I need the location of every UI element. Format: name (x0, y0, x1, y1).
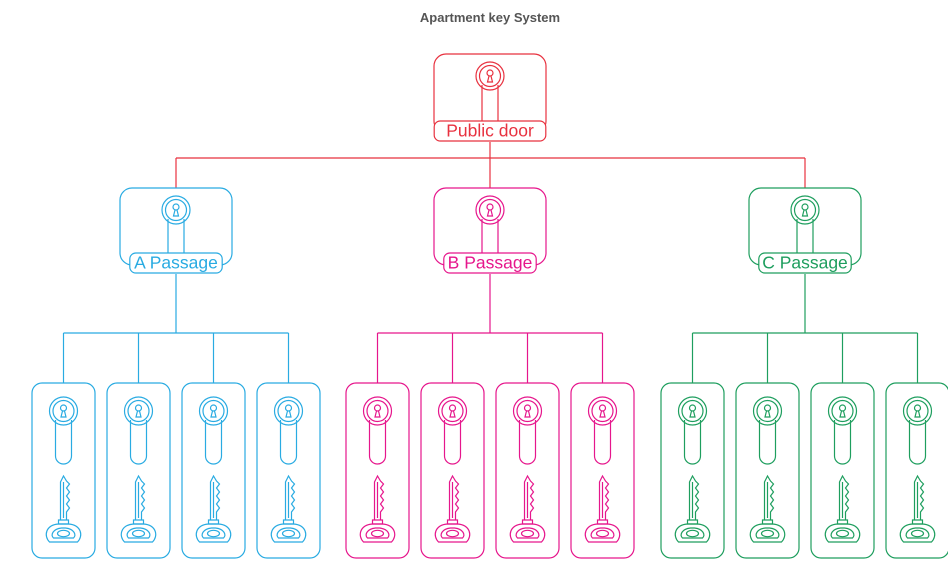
key-icon (120, 474, 157, 543)
public-door-node-label-frame (433, 120, 547, 142)
key-icon (509, 474, 546, 543)
passage-node-c-label: C Passage (762, 253, 848, 273)
lock-cylinder-icon (362, 396, 393, 465)
apartment-unit-a-4[interactable] (256, 382, 321, 559)
passage-node-a[interactable]: A Passage (119, 187, 233, 274)
apartment-unit-c-2[interactable] (735, 382, 800, 559)
apartment-unit-b-4[interactable] (570, 382, 635, 559)
key-icon (45, 474, 82, 543)
lock-cylinder-icon (198, 396, 229, 465)
key-icon (674, 474, 711, 543)
apartment-unit-frame (106, 382, 171, 559)
apartment-unit-frame (420, 382, 485, 559)
public-door-node[interactable]: Public door (433, 53, 547, 142)
apartment-unit-a-3[interactable] (181, 382, 246, 559)
lock-cylinder-icon (512, 396, 543, 465)
diagram-title: Apartment key System (420, 10, 560, 25)
connectors (62, 142, 919, 383)
apartment-unit-c-1[interactable] (660, 382, 725, 559)
lock-cylinder-icon (587, 396, 618, 465)
lock-cylinder-icon (902, 396, 933, 465)
apartment-unit-b-3[interactable] (495, 382, 560, 559)
apartment-unit-frame (570, 382, 635, 559)
passage-node-b-label: B Passage (448, 253, 533, 273)
lock-cylinder-icon (827, 396, 858, 465)
lock-cylinder-icon (437, 396, 468, 465)
lock-cylinder-icon (677, 396, 708, 465)
lock-cylinder-icon (123, 396, 154, 465)
apartment-unit-b-2[interactable] (420, 382, 485, 559)
apartment-unit-a-1[interactable] (31, 382, 96, 559)
nodes: Public door A Passage B Passage C Passage (31, 53, 948, 559)
key-icon (270, 474, 307, 543)
apartment-unit-frame (31, 382, 96, 559)
passage-node-b-label-frame (443, 252, 537, 274)
apartment-unit-frame (810, 382, 875, 559)
apartment-unit-c-4[interactable] (885, 382, 948, 559)
apartment-unit-a-2[interactable] (106, 382, 171, 559)
lock-cylinder-icon (273, 396, 304, 465)
lock-cylinder-icon (752, 396, 783, 465)
apartment-unit-frame (735, 382, 800, 559)
key-icon (434, 474, 471, 543)
lock-cylinder-icon (48, 396, 79, 465)
apartment-unit-b-1[interactable] (345, 382, 410, 559)
passage-node-c[interactable]: C Passage (748, 187, 862, 274)
apartment-unit-frame (345, 382, 410, 559)
passage-node-c-label-frame (758, 252, 852, 274)
apartment-unit-frame (256, 382, 321, 559)
passage-node-a-label: A Passage (134, 253, 218, 273)
apartment-unit-c-3[interactable] (810, 382, 875, 559)
key-icon (359, 474, 396, 543)
key-icon (749, 474, 786, 543)
apartment-unit-frame (885, 382, 948, 559)
key-icon (899, 474, 936, 543)
passage-node-b[interactable]: B Passage (433, 187, 547, 274)
apartment-unit-frame (660, 382, 725, 559)
passage-node-a-label-frame (129, 252, 223, 274)
public-door-node-label: Public door (446, 121, 534, 141)
key-icon (195, 474, 232, 543)
key-icon (584, 474, 621, 543)
key-icon (824, 474, 861, 543)
apartment-unit-frame (181, 382, 246, 559)
apartment-unit-frame (495, 382, 560, 559)
